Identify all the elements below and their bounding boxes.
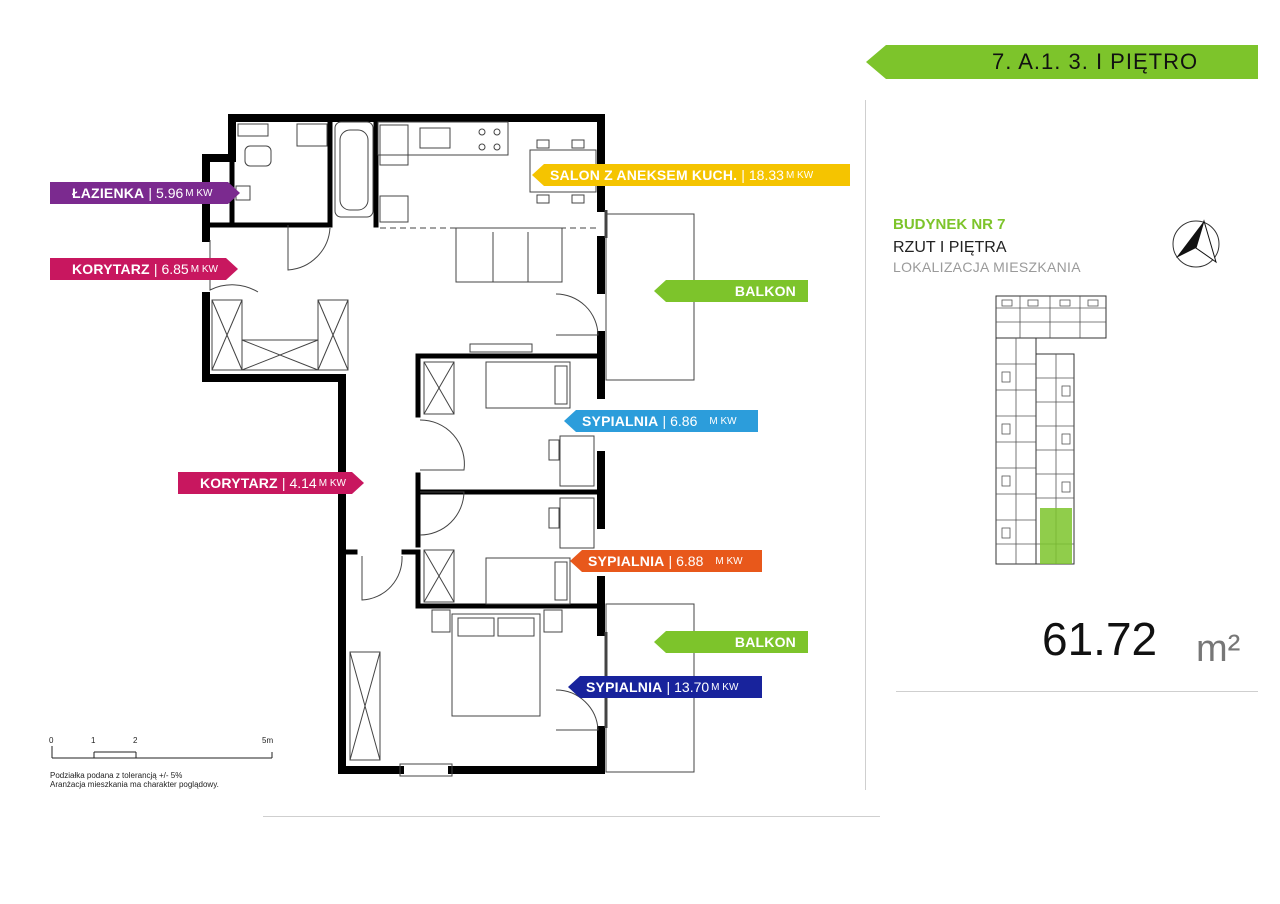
room-unit: M KW: [715, 555, 743, 567]
divider-bottom: [263, 816, 880, 817]
floor-plan: [202, 114, 695, 777]
scale-tick-2: 2: [133, 736, 138, 745]
balcony-name: BALKON: [734, 634, 796, 650]
room-unit: M KW: [709, 415, 737, 427]
room-unit: M KW: [785, 169, 814, 181]
location-label: LOKALIZACJA MIESZKANIA: [893, 259, 1081, 275]
note-tolerance: Podziałka podana z tolerancją +/- 5%: [50, 771, 183, 780]
building-location-plan: [995, 295, 1107, 565]
room-name: KORYTARZ: [72, 261, 150, 277]
building-subtitle: RZUT I PIĘTRA: [893, 239, 1007, 256]
room-name: SYPIALNIA: [588, 553, 665, 569]
scale-tick-1: 1: [91, 736, 96, 745]
room-area: 5.96: [156, 185, 184, 201]
divider-vertical: [865, 100, 866, 790]
building-title: BUDYNEK NR 7: [893, 216, 1006, 233]
scale-tick-0: 0: [49, 736, 54, 745]
room-unit: M KW: [190, 263, 218, 275]
apartment-location-highlight: [1040, 508, 1072, 564]
room-name: KORYTARZ: [200, 475, 278, 491]
apartment-id-badge: 7. A.1. 3. I PIĘTRO: [866, 45, 1258, 79]
room-name: ŁAZIENKA: [72, 185, 145, 201]
balcony-label-1: BALKON: [654, 280, 808, 302]
compass-icon: [1172, 219, 1220, 268]
room-name: SYPIALNIA: [586, 679, 663, 695]
room-area: 13.70: [674, 679, 710, 695]
room-name: SYPIALNIA: [582, 413, 659, 429]
scale-bar: [51, 746, 273, 759]
room-unit: M KW: [318, 477, 346, 489]
room-area: 18.33: [748, 167, 784, 183]
scale-tick-5m: 5m: [262, 736, 274, 745]
note-arrangement: Aranżacja mieszkania ma charakter pogląd…: [50, 780, 219, 789]
apartment-area-value: 61.72: [1042, 613, 1158, 665]
room-area: 4.14: [289, 475, 317, 491]
room-area: 6.85: [161, 261, 189, 277]
room-area: 6.86: [670, 413, 698, 429]
room-unit: M KW: [185, 187, 213, 199]
room-name: SALON Z ANEKSEM KUCH.: [550, 167, 738, 183]
apartment-area-unit: m²: [1196, 628, 1241, 670]
divider-area: [896, 691, 1258, 692]
balcony-name: BALKON: [734, 283, 796, 299]
room-area: 6.88: [676, 553, 704, 569]
room-unit: M KW: [711, 681, 739, 693]
balcony-label-2: BALKON: [654, 631, 808, 653]
apartment-id-text: 7. A.1. 3. I PIĘTRO: [992, 49, 1199, 74]
